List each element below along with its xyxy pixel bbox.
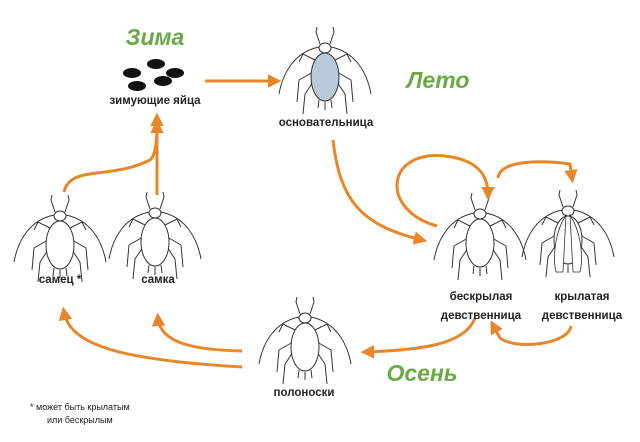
eggs-label: зимующие яйца — [109, 95, 201, 107]
apterous-virgin-aphid-icon — [433, 192, 527, 281]
arrow-apterous-to-alate — [496, 160, 578, 184]
footnote-line2: или бескрылым — [46, 415, 113, 425]
fundatrix-aphid-icon — [278, 26, 372, 115]
arrow-fundatrix-to-apterous — [331, 139, 428, 245]
apterous-virgin-label-line2: девственница — [440, 310, 522, 322]
apterous-virgin-label-line1: бескрылая — [449, 291, 513, 303]
arrow-sexupara-to-female — [151, 312, 243, 353]
season-winter-label: Зима — [125, 24, 185, 50]
fundatrix-label: основательница — [278, 117, 374, 129]
male-aphid-icon — [13, 194, 107, 283]
eggs-icon — [123, 59, 184, 91]
apterous-virgin-label: бескрылая девственница — [441, 288, 521, 326]
alate-virgin-aphid-icon — [521, 189, 615, 278]
arrow-apterous-to-sexupara — [360, 317, 477, 359]
arrow-alate-to-apterous — [490, 320, 573, 346]
alate-virgin-label-line1: крылатая — [554, 291, 610, 303]
season-autumn-label: Осень — [386, 360, 458, 386]
female-label: самка — [141, 274, 175, 286]
alate-virgin-label: крылатая девственница — [542, 288, 622, 326]
female-aphid-icon — [108, 191, 202, 280]
arrow-sexupara-to-male — [58, 306, 243, 369]
arrow-apterous-loop — [395, 154, 495, 228]
wings-icon — [554, 213, 582, 273]
footnote: * может быть крылатым или бескрылым — [30, 401, 130, 427]
footnote-line1: * может быть крылатым — [30, 402, 130, 412]
alate-virgin-label-line2: девственница — [541, 310, 623, 322]
sexupara-label: полоноски — [273, 387, 335, 399]
season-summer-label: Лето — [406, 67, 470, 93]
sexupara-aphid-icon — [258, 296, 352, 385]
arrow-male-to-eggs — [62, 119, 164, 193]
male-label: самец * — [38, 274, 82, 286]
